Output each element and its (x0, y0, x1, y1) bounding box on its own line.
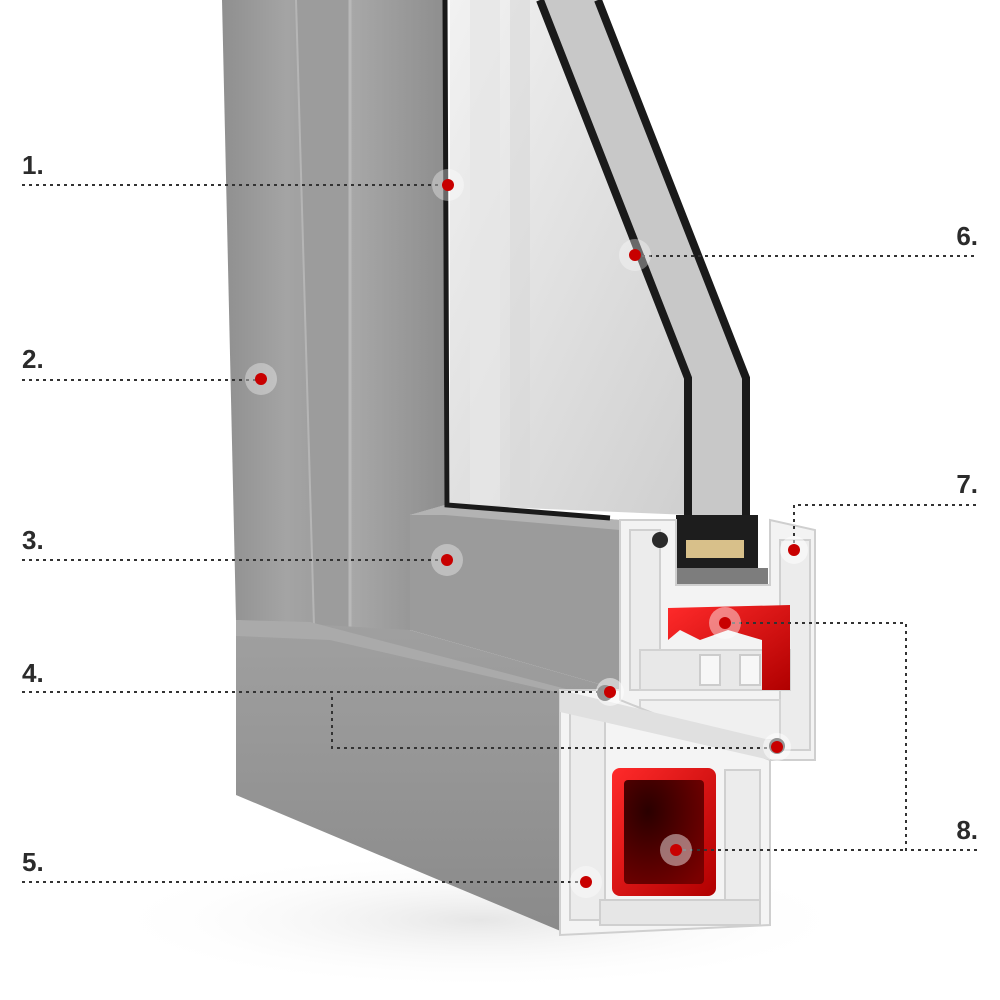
glass-seal-line (442, 0, 611, 521)
glass-edge-outer (594, 0, 750, 560)
marker-6 (619, 239, 651, 271)
marker-4b (763, 733, 791, 761)
glazing-gasket (652, 532, 668, 548)
glass-pane (445, 0, 690, 515)
callout-markers (245, 169, 808, 898)
marker-4a (596, 678, 624, 706)
marker-7 (780, 536, 808, 564)
callout-label-8: 8. (956, 815, 978, 845)
marker-5 (570, 866, 602, 898)
callout-label-6: 6. (956, 221, 978, 251)
callout-label-2: 2. (22, 344, 44, 374)
marker-8a (709, 607, 741, 639)
marker-8b (660, 834, 692, 866)
frame-vertical-inner (296, 0, 350, 630)
callout-label-5: 5. (22, 847, 44, 877)
leader-lines (22, 184, 978, 883)
sash-horizontal (410, 505, 620, 690)
glass-edge-inner (536, 0, 692, 560)
spacer-desiccant (686, 540, 744, 558)
marker-3 (431, 544, 463, 576)
leader-line-8 (725, 622, 978, 851)
leader-line-7 (793, 504, 978, 550)
marker-1 (432, 169, 464, 201)
callout-label-4: 4. (22, 658, 44, 688)
sash-vertical (350, 0, 445, 630)
marker-2 (245, 363, 277, 395)
callout-label-1: 1. (22, 150, 44, 180)
sash-steel-reinforcement (668, 605, 790, 690)
leader-line-4b (331, 697, 777, 749)
callout-label-3: 3. (22, 525, 44, 555)
callout-label-7: 7. (956, 469, 978, 499)
